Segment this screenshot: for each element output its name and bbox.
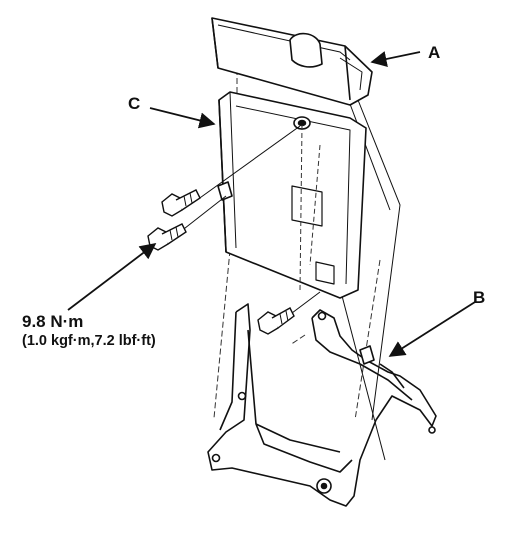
component-a-module <box>211 17 373 106</box>
leader-a <box>370 51 421 67</box>
bolt-axis-lines <box>179 125 321 317</box>
alignment-lines <box>299 124 321 291</box>
leader-b <box>388 301 476 357</box>
reference-panels <box>213 60 381 421</box>
leader-c <box>149 107 216 129</box>
bolt-bracket <box>257 307 295 335</box>
callout-a-label: A <box>428 43 440 62</box>
callout-b-label: B <box>473 288 485 307</box>
bolt-upper <box>161 189 201 217</box>
callout-c-label: C <box>128 94 140 113</box>
component-c-ecm-housing <box>217 91 367 299</box>
torque-conversion: (1.0 kgf·m,7.2 lbf·ft) <box>22 333 156 349</box>
torque-value: 9.8 N·m <box>22 312 83 331</box>
component-b-bracket <box>207 303 437 507</box>
leader-torque <box>67 243 157 311</box>
callout-leaders <box>67 51 476 357</box>
